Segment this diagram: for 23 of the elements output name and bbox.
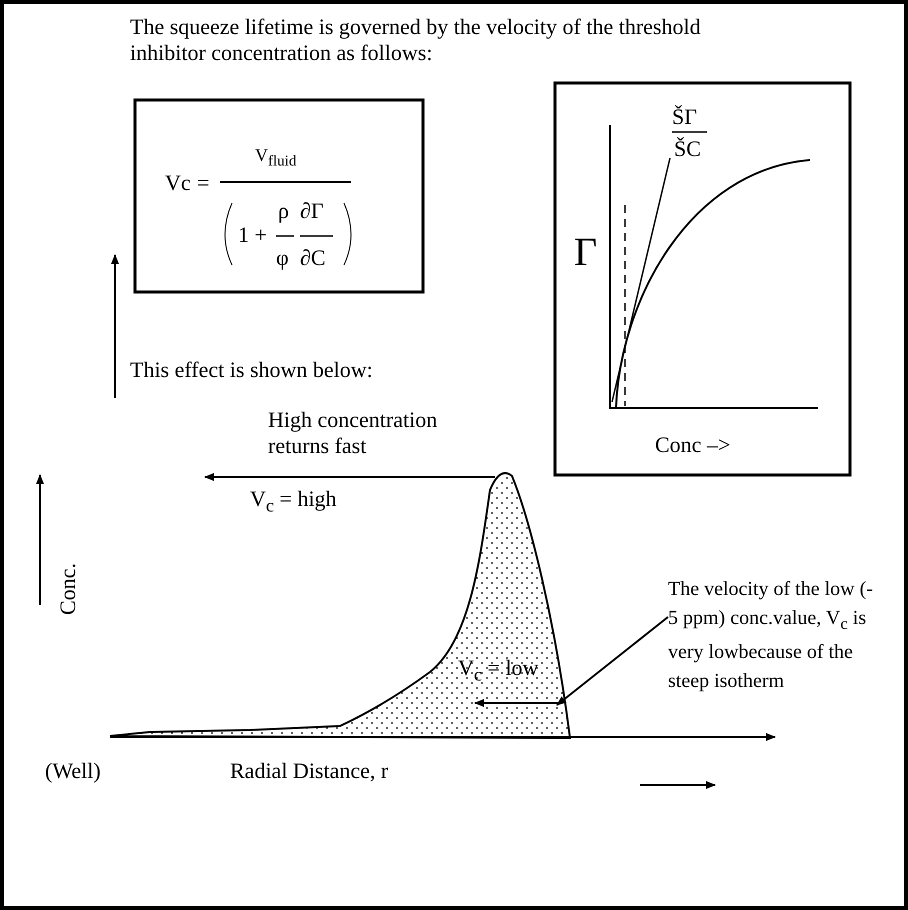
formula-text: V$_{fluid}$: [255, 144, 296, 172]
formula-text: ρ: [278, 198, 289, 224]
axis-label: (Well): [45, 758, 101, 784]
annotation-text: High concentration returns fast: [268, 407, 438, 459]
formula-text: φ: [276, 245, 289, 271]
formula-text: ∂C: [300, 245, 326, 271]
formula-text: Vc: [165, 170, 191, 196]
leader-line: [556, 616, 669, 706]
axis-label: Radial Distance, r: [230, 758, 388, 784]
axis-label: Γ: [574, 230, 598, 274]
concentration-profile: [109, 472, 571, 739]
intro-text: The squeeze lifetime is governed by the velocity of the threshold inhibitor concentration as follows:: [130, 14, 702, 66]
annotation-text: V$_{c}$ = low: [458, 655, 538, 686]
formula-text: 1 +: [238, 222, 267, 248]
annotation-text: V$_{c}$ = high: [250, 486, 337, 518]
axis-label: ŠΓ: [672, 104, 697, 130]
callout-text: The velocity of the low (- 5 ppm) conc.value, V$_{c}$ is very lowbecause of the steep isotherm: [668, 575, 873, 696]
note-text: This effect is shown below:: [130, 357, 373, 383]
axis-label: ŠC: [674, 136, 701, 162]
axis-label: Conc –>: [655, 432, 730, 458]
formula-text: ∂Γ: [300, 198, 324, 224]
formula-text: =: [197, 170, 210, 196]
axis-label: Conc.: [55, 563, 81, 615]
